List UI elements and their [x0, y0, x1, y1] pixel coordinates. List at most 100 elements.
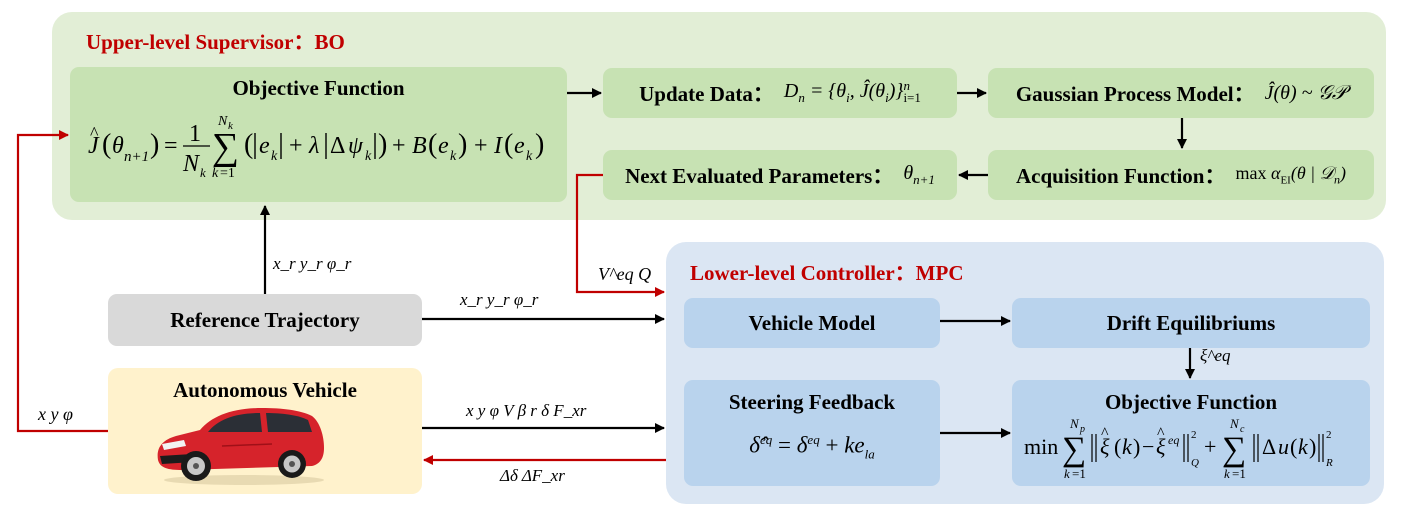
next-params-label: Next Evaluated Parameters： — [625, 164, 894, 188]
svg-text:): ) — [378, 129, 387, 160]
svg-text:(: ( — [504, 129, 513, 160]
svg-text:∑: ∑ — [212, 126, 239, 168]
steering-feedback-formula: δ̂eq = δeq + kela — [749, 432, 875, 462]
svg-text:): ) — [535, 129, 544, 160]
gaussian-process-model-box: Gaussian Process Model： Ĵ(θ) ~ 𝒢𝒫 — [988, 68, 1374, 118]
svg-text:B: B — [412, 133, 427, 159]
svg-text:^: ^ — [1157, 425, 1165, 442]
gp-model-label: Gaussian Process Model： — [1015, 82, 1255, 106]
svg-text:=1: =1 — [220, 166, 235, 181]
upper-panel-title: Upper-level Supervisor：BO — [86, 30, 345, 54]
signal-control-inputs: Δδ ΔF_xr — [500, 466, 565, 485]
svg-text:−: − — [1142, 434, 1154, 459]
mpc-objective-function-box: Objective Function min ∑ N p k =1 ξ ^ ( … — [1012, 380, 1370, 486]
svg-text:θ: θ — [112, 133, 124, 159]
mpc-objective-formula: min ∑ N p k =1 ξ ^ ( k ) − ξ ^ eq 2 — [1022, 416, 1362, 484]
update-data-label: Update Data： — [639, 82, 774, 106]
arrow-next-params-to-mpc — [575, 173, 665, 297]
svg-text:ξ: ξ — [1156, 434, 1166, 459]
svg-text:): ) — [1133, 434, 1140, 459]
svg-text:k: k — [1064, 466, 1070, 481]
svg-text:(: ( — [428, 129, 437, 160]
autonomous-vehicle-label: Autonomous Vehicle — [173, 378, 357, 402]
svg-text:+: + — [392, 133, 406, 159]
svg-text:k: k — [1298, 434, 1309, 459]
steering-feedback-title: Steering Feedback — [728, 390, 896, 414]
signal-vehicle-feedback: x y φ — [38, 404, 73, 424]
svg-text:u: u — [1278, 434, 1289, 459]
steering-feedback-box: Steering Feedback δ̂eq = δeq + kela — [684, 380, 940, 486]
svg-text:I: I — [493, 133, 503, 159]
svg-text:k: k — [212, 166, 219, 181]
svg-text:): ) — [458, 129, 467, 160]
acquisition-formula: max αEI(θ | 𝒟n) — [1235, 162, 1346, 187]
svg-text:∑: ∑ — [1062, 431, 1086, 468]
signal-bo-to-mpc: V^eq Q — [598, 264, 652, 284]
svg-text:=1: =1 — [1232, 466, 1246, 481]
signal-ref-to-objective: x_r y_r φ_r — [273, 254, 352, 273]
vehicle-model-label: Vehicle Model — [748, 310, 876, 335]
svg-text:k: k — [1122, 434, 1133, 459]
arrow-vehicle-feedback-to-objective — [16, 130, 108, 433]
svg-text:+: + — [474, 133, 488, 159]
svg-text:Δ: Δ — [1262, 434, 1276, 459]
svg-text:Δ: Δ — [330, 133, 345, 159]
svg-text:=: = — [164, 133, 178, 159]
reference-trajectory-box: Reference Trajectory — [108, 294, 422, 346]
mpc-objective-title: Objective Function — [1104, 390, 1278, 414]
svg-text:^: ^ — [1101, 425, 1109, 442]
svg-text:+: + — [1204, 434, 1216, 459]
svg-text:(: ( — [1114, 434, 1121, 459]
svg-text:^: ^ — [90, 123, 99, 143]
signal-xi-eq: ξ^eq — [1200, 346, 1231, 365]
acquisition-function-box: Acquisition Function： max αEI(θ | 𝒟n) — [988, 150, 1374, 200]
svg-text:=1: =1 — [1072, 466, 1086, 481]
svg-text:k: k — [200, 165, 206, 180]
svg-text:1: 1 — [189, 121, 201, 147]
svg-text:k: k — [271, 149, 278, 164]
svg-text:Q: Q — [1191, 457, 1199, 469]
svg-text:N: N — [1229, 416, 1240, 431]
svg-text:N: N — [1069, 416, 1080, 431]
svg-text:k: k — [228, 120, 234, 132]
svg-text:k: k — [1224, 466, 1230, 481]
signal-vehicle-states: x y φ V β r δ F_xr — [466, 401, 587, 420]
svg-text:ξ: ξ — [1100, 434, 1110, 459]
svg-text:(: ( — [1290, 434, 1297, 459]
car-icon — [152, 402, 328, 486]
svg-text:(: ( — [244, 129, 253, 160]
svg-text:e: e — [438, 133, 449, 159]
bo-objective-formula: J ^ ( θ n+1 ) = 1 N k ∑ N k k =1 ( e k — [86, 114, 551, 195]
svg-text:N: N — [182, 151, 201, 177]
drift-equilibriums-label: Drift Equilibriums — [1106, 310, 1276, 335]
svg-text:+: + — [289, 133, 303, 159]
svg-text:): ) — [1309, 434, 1316, 459]
svg-text:eq: eq — [1168, 433, 1179, 447]
drift-equilibriums-box: Drift Equilibriums — [1012, 298, 1370, 348]
lower-panel-title: Lower-level Controller：MPC — [690, 261, 964, 285]
vehicle-model-box: Vehicle Model — [684, 298, 940, 348]
svg-text:c: c — [1240, 424, 1245, 435]
svg-text:ψ: ψ — [348, 133, 364, 159]
svg-text:2: 2 — [1326, 429, 1332, 441]
svg-text:e: e — [259, 133, 270, 159]
bo-objective-function-box: Objective Function J ^ ( θ n+1 ) = 1 N k… — [70, 67, 567, 202]
svg-text:2: 2 — [1191, 429, 1197, 441]
svg-text:∑: ∑ — [1222, 431, 1246, 468]
svg-text:k: k — [526, 149, 533, 164]
next-evaluated-parameters-box: Next Evaluated Parameters： θn+1 — [603, 150, 957, 200]
signal-ref-to-vehicle-model: x_r y_r φ_r — [460, 290, 539, 309]
next-params-formula: θn+1 — [903, 162, 935, 187]
svg-text:e: e — [514, 133, 525, 159]
svg-text:min: min — [1024, 434, 1058, 459]
acquisition-label: Acquisition Function： — [1016, 164, 1226, 188]
bo-objective-title: Objective Function — [232, 76, 405, 100]
svg-text:p: p — [1079, 424, 1085, 435]
svg-text:R: R — [1325, 457, 1333, 469]
svg-text:N: N — [217, 114, 228, 129]
svg-text:n+1: n+1 — [124, 149, 149, 165]
svg-text:(: ( — [102, 129, 111, 160]
